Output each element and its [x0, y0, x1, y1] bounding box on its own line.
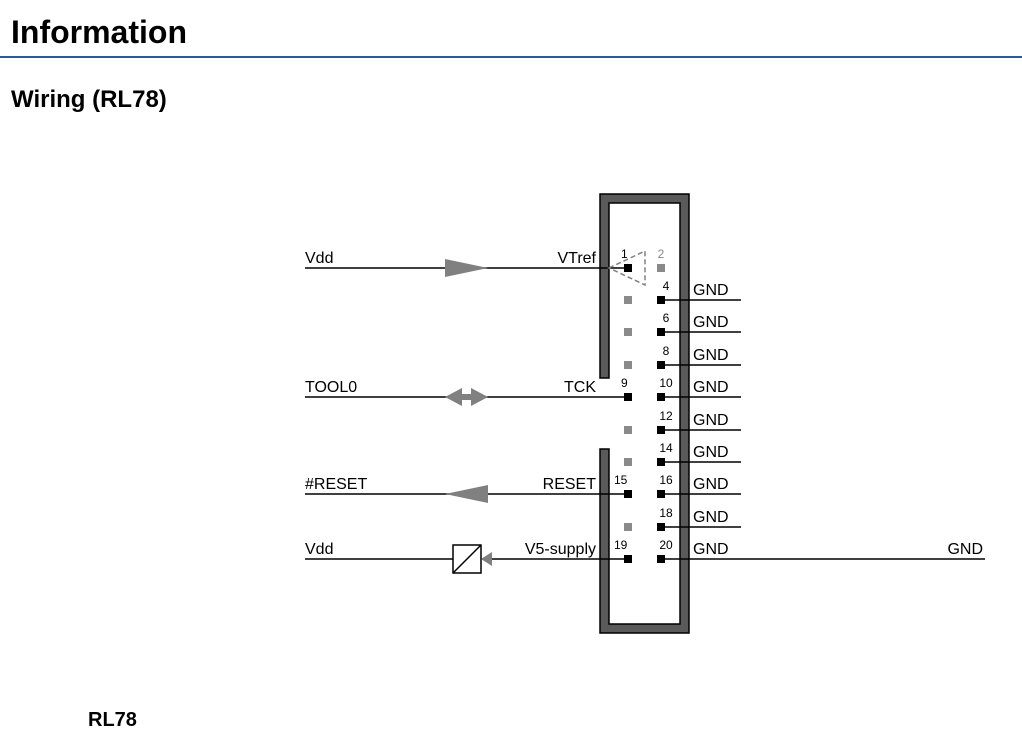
- net-label-reset: #RESET: [305, 476, 367, 493]
- gnd-label-16: GND: [693, 476, 729, 493]
- pin-10: [657, 393, 665, 401]
- net-label-vdd: Vdd: [305, 250, 333, 267]
- gnd-label-18: GND: [693, 509, 729, 526]
- pin-number-1: 1: [621, 247, 628, 261]
- pin-label-vtref: VTref: [557, 250, 596, 267]
- pin-number-18: 18: [659, 506, 673, 520]
- pin-11: [624, 426, 632, 434]
- pin-number-10: 10: [659, 376, 673, 390]
- pin-label-v5-supply: V5-supply: [525, 541, 596, 558]
- page-title: Information: [11, 14, 187, 50]
- gnd-label-12: GND: [693, 412, 729, 429]
- gnd-label-10: GND: [693, 379, 729, 396]
- pin-number-16: 16: [659, 473, 673, 487]
- gnd-label-20: GND: [693, 541, 729, 558]
- pin-number-4: 4: [663, 279, 670, 293]
- pin-1: [624, 264, 632, 272]
- pin-4: [657, 296, 665, 304]
- pin-13: [624, 458, 632, 466]
- pin-number-8: 8: [663, 344, 670, 358]
- pin-8: [657, 361, 665, 369]
- section-heading: Wiring (RL78): [11, 86, 167, 113]
- title-divider: [0, 56, 1022, 58]
- net-label-vdd-supply: Vdd: [305, 541, 333, 558]
- pin-15: [624, 490, 632, 498]
- pin-16: [657, 490, 665, 498]
- pin-19: [624, 555, 632, 563]
- pin-label-reset: RESET: [543, 476, 597, 493]
- far-right-gnd-label: GND: [947, 541, 983, 558]
- gnd-label-14: GND: [693, 444, 729, 461]
- pin-2: [657, 264, 665, 272]
- pin-7: [624, 361, 632, 369]
- supply-converter-icon: [452, 544, 492, 574]
- pin-number-19: 19: [614, 538, 628, 552]
- pin-label-tck: TCK: [564, 379, 596, 396]
- pin-number-2: 2: [658, 247, 665, 261]
- gnd-label-4: GND: [693, 282, 729, 299]
- arrow-left-icon: [445, 485, 488, 503]
- pin-14: [657, 458, 665, 466]
- vtref-jumper-outline: [607, 249, 646, 287]
- pin-number-6: 6: [663, 311, 670, 325]
- pin-6: [657, 328, 665, 336]
- gnd-label-6: GND: [693, 314, 729, 331]
- arrow-right-icon: [445, 259, 488, 277]
- pin-20: [657, 555, 665, 563]
- pin-3: [624, 296, 632, 304]
- pin-number-14: 14: [659, 441, 673, 455]
- pin-number-15: 15: [614, 473, 628, 487]
- bidirectional-arrow-icon: [445, 388, 488, 406]
- pin-12: [657, 426, 665, 434]
- pin-number-20: 20: [659, 538, 673, 552]
- pin-9: [624, 393, 632, 401]
- pin-number-9: 9: [621, 376, 628, 390]
- gnd-label-8: GND: [693, 347, 729, 364]
- footer-label: RL78: [88, 709, 137, 731]
- connector-shell: [599, 193, 690, 634]
- net-label-tool0: TOOL0: [305, 379, 357, 396]
- pin-17: [624, 523, 632, 531]
- pin-18: [657, 523, 665, 531]
- pin-5: [624, 328, 632, 336]
- pin-number-12: 12: [659, 409, 673, 423]
